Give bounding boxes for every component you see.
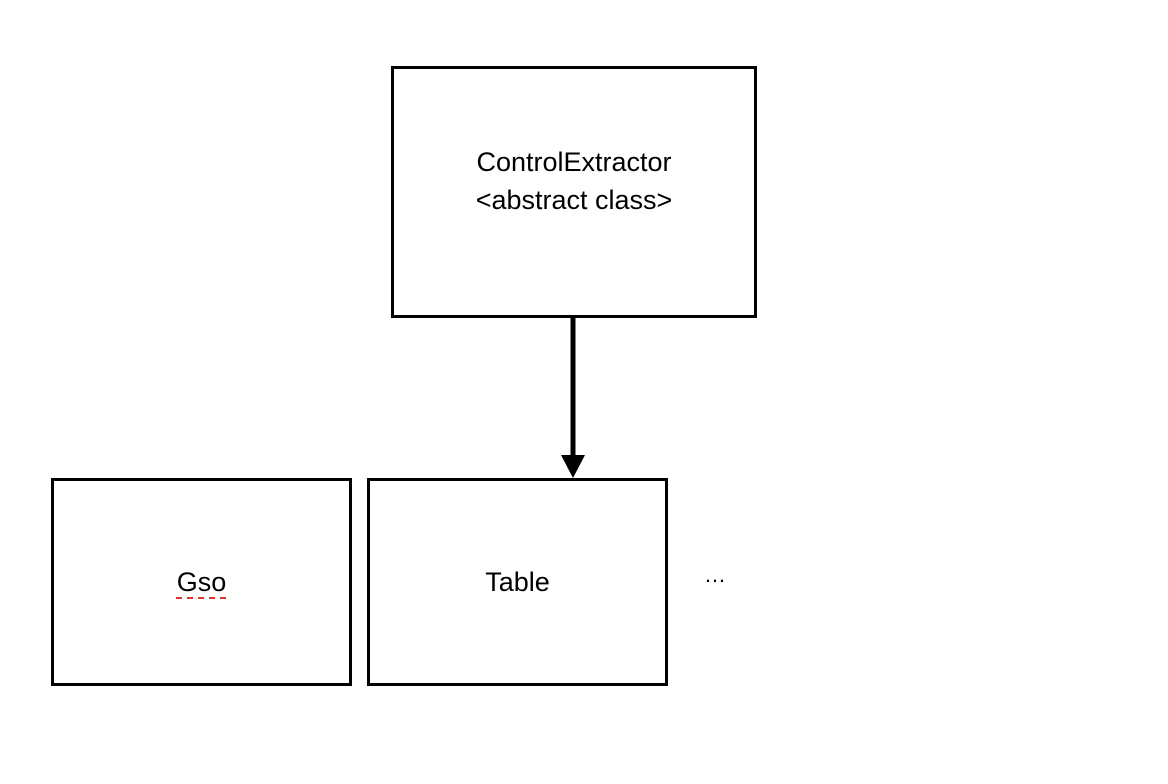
class-box-label: ControlExtractor <abstract class> bbox=[476, 143, 673, 219]
more-classes-ellipsis: … bbox=[704, 562, 726, 587]
class-box-control-extractor[interactable]: ControlExtractor <abstract class> bbox=[391, 66, 757, 318]
class-name: Table bbox=[485, 567, 550, 597]
class-name: ControlExtractor bbox=[476, 147, 672, 177]
arrow-head bbox=[561, 455, 585, 478]
class-name: Gso bbox=[176, 567, 227, 597]
class-box-label: Table bbox=[485, 563, 550, 601]
class-box-gso[interactable]: Gso bbox=[51, 478, 352, 686]
class-box-table[interactable]: Table bbox=[367, 478, 668, 686]
class-stereotype: <abstract class> bbox=[475, 185, 673, 215]
class-box-label: Gso bbox=[177, 563, 227, 601]
